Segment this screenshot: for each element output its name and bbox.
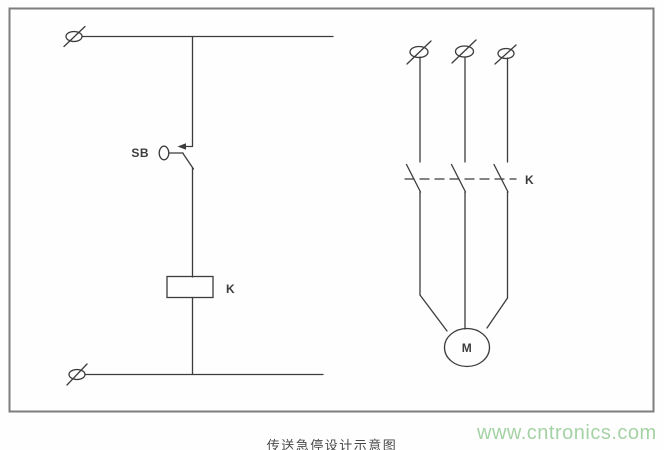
relay-coil-label: K (226, 282, 235, 296)
power-terminal-phase2-icon (451, 39, 477, 64)
terminal-slash (494, 44, 517, 65)
power-terminal-phase1-icon (406, 40, 432, 65)
stop-button-label: SB (131, 146, 149, 160)
diagram-border (8, 7, 655, 413)
power-terminal-bottom-left-icon (66, 363, 88, 386)
diagram-border-rect (8, 7, 655, 413)
phase1-wire-diagonal (419, 294, 448, 332)
terminal-slash (66, 363, 88, 386)
terminal-ellipse (409, 45, 429, 59)
sb-button-head-icon (158, 145, 170, 161)
sb-arrow-icon (177, 143, 186, 150)
component-labels: SB K K M (131, 146, 534, 355)
circuit-lines (63, 25, 517, 386)
k-contact-blade-1 (405, 163, 422, 193)
sb-contact-blade (182, 152, 195, 170)
k-contact-blade-2 (450, 163, 467, 193)
emergency-stop-button-symbol (158, 145, 195, 170)
motor-symbol (443, 327, 491, 368)
terminal-ellipse (497, 47, 515, 60)
sb-arrowhead (177, 143, 186, 150)
relay-coil-symbol (166, 275, 214, 299)
terminal-slash (406, 40, 432, 65)
terminal-slash (451, 39, 477, 64)
phase3-wire-diagonal (486, 297, 509, 329)
contact-group-label: K (525, 173, 534, 187)
terminal-ellipse (68, 368, 86, 381)
terminal-slash (63, 25, 86, 48)
motor-label: M (462, 341, 473, 355)
k-contact-blade-3 (493, 163, 509, 193)
watermark-text: www.cntronics.com (477, 422, 657, 444)
diagram-caption: 传送急停设计示意图 (266, 438, 398, 450)
power-terminal-phase3-icon (494, 44, 517, 65)
